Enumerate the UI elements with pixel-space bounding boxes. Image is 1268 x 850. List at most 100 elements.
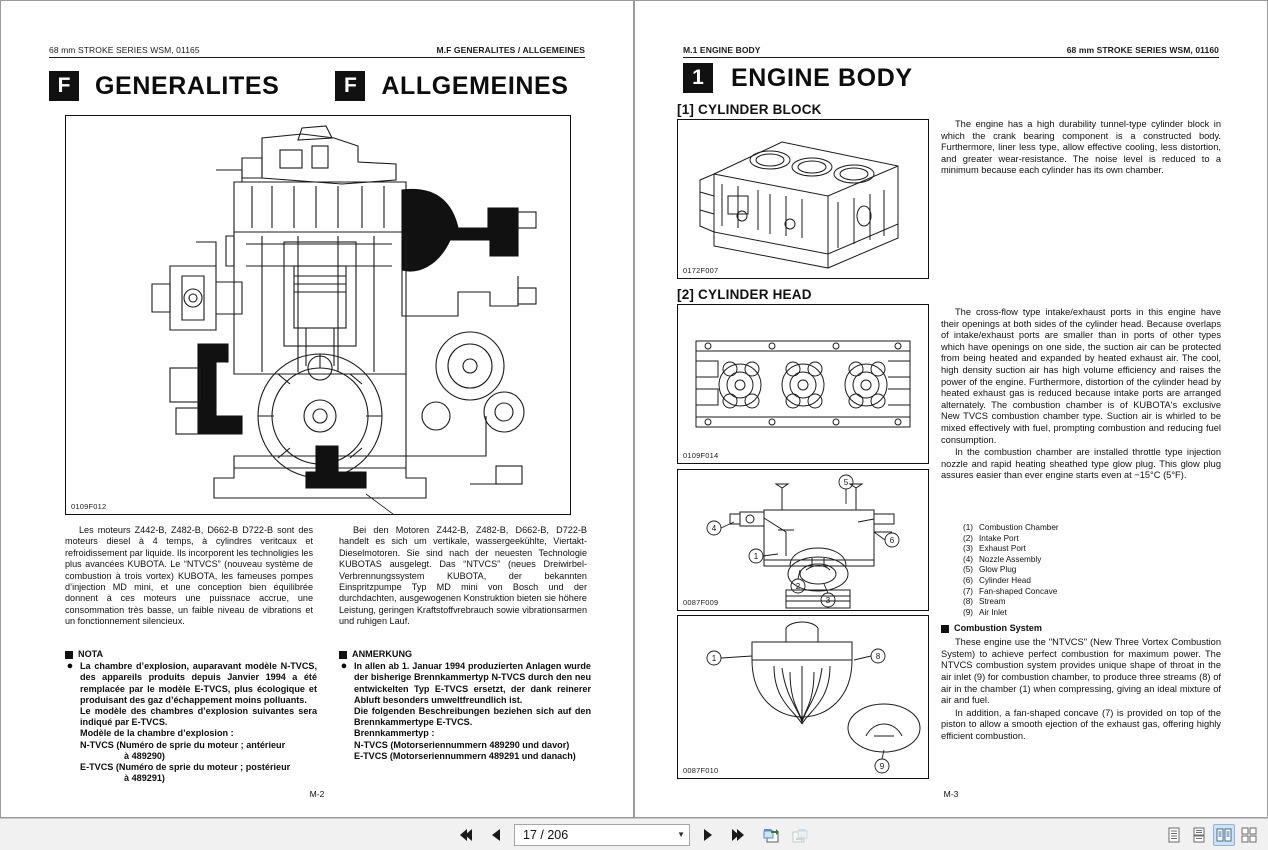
last-page-button[interactable]	[726, 824, 748, 846]
page-number-input[interactable]: 17 / 206 ▼	[514, 823, 690, 846]
note-heading-french-text: NOTA	[78, 649, 104, 659]
note-french-line5: E-TVCS (Numéro de sprie du moteur ; post…	[80, 762, 291, 773]
svg-text:3: 3	[826, 596, 831, 605]
note-german-line2: Die folgenden Beschreibungen beziehen si…	[354, 706, 591, 728]
svg-text:5: 5	[844, 478, 849, 487]
round-bullet-icon: ●	[340, 660, 348, 673]
document-viewport[interactable]: 68 mm STROKE SERIES WSM, 01165 M.F GENER…	[0, 0, 1268, 818]
view-mode-single-page-continuous-button[interactable]	[1163, 824, 1185, 846]
chapter-title-bilingual: F GENERALITES F ALLGEMEINES	[49, 71, 569, 101]
note-heading-french: NOTA	[65, 649, 317, 660]
view-mode-two-page-continuous-button[interactable]	[1238, 824, 1260, 846]
note-french-line5b: à 489291)	[124, 773, 165, 784]
callout-number: (9)	[962, 607, 973, 617]
two-page-continuous-icon	[1241, 827, 1257, 842]
section-heading-cylinder-head: [2] CYLINDER HEAD	[677, 287, 812, 302]
list-item: (7) Fan-shaped Concave	[955, 587, 1215, 598]
figure-caption-combustion-section: 0087F009	[683, 598, 719, 607]
callout-number: (6)	[962, 575, 973, 585]
cylinder-block-paragraph: The engine has a high durability tunnel-…	[941, 119, 1221, 176]
note-block-german: ANMERKUNG ● In allen ab 1. Januar 1994 p…	[339, 649, 591, 762]
note-heading-german: ANMERKUNG	[339, 649, 591, 660]
round-bullet-icon: ●	[66, 660, 74, 673]
callout-label: Glow Plug	[979, 565, 1017, 575]
callout-label: Exhaust Port	[979, 544, 1026, 554]
last-page-icon	[732, 828, 744, 841]
page-number-right: M-3	[943, 789, 959, 799]
callout-number: (5)	[962, 565, 973, 575]
vortex-streams-drawing: 1 8 9	[706, 621, 921, 774]
callout-number: (7)	[962, 586, 973, 596]
note-french-bullet-text: La chambre d’explosion, auparavant modèl…	[80, 661, 317, 705]
running-head-right-right-text: 68 mm STROKE SERIES WSM, 01160	[1066, 45, 1219, 55]
page-number-left: M-2	[309, 789, 325, 799]
callout-number: (3)	[962, 544, 973, 554]
add-bookmark-icon	[763, 828, 779, 842]
svg-text:1: 1	[712, 654, 717, 663]
chapter-title-text: ENGINE BODY	[731, 63, 913, 92]
svg-text:4: 4	[712, 524, 717, 533]
page-number-value[interactable]: 17 / 206	[523, 827, 569, 842]
remove-bookmark-icon	[792, 828, 808, 842]
note-french-line4: N-TVCS (Numéro de sprie du moteur ; anté…	[80, 739, 286, 750]
view-mode-single-page-button[interactable]	[1188, 824, 1210, 846]
list-item: (4) Nozzle Assembly	[955, 555, 1215, 566]
note-french-line4b: à 489290)	[124, 750, 165, 761]
viewer-toolbar: 17 / 206 ▼	[0, 818, 1268, 850]
view-mode-two-page-button[interactable]	[1213, 823, 1235, 846]
add-bookmark-button[interactable]	[761, 824, 783, 846]
running-head-left: 68 mm STROKE SERIES WSM, 01165 M.F GENER…	[49, 45, 585, 55]
figure-cylinder-block: 0172F007	[677, 119, 929, 279]
body-text-french: Les moteurs Z442-B, Z482-B, D662-B D722-…	[65, 525, 313, 628]
first-page-icon	[460, 828, 472, 841]
figure-caption-cylinder-head: 0109F014	[683, 451, 719, 460]
body-text-cylinder-head: The cross-flow type intake/exhaust ports…	[941, 307, 1221, 482]
running-head-right-text: M.F GENERALITES / ALLGEMEINES	[436, 45, 585, 55]
combustion-system-text: These engine use the "NTVCS" (New Three …	[941, 637, 1221, 742]
cylinder-head-drawing	[695, 340, 911, 428]
callout-legend-list: (1) Combustion Chamber (2) Intake Port (…	[955, 523, 1215, 618]
header-rule	[49, 57, 585, 58]
combustion-paragraph-1: These engine use the "NTVCS" (New Three …	[941, 637, 1221, 706]
svg-text:1: 1	[754, 552, 759, 561]
figure-caption-vortex: 0087F010	[683, 766, 719, 775]
two-page-icon	[1216, 828, 1232, 841]
body-text-german: Bei den Motoren Z442-B, Z482-B, D662-B, …	[339, 525, 587, 628]
next-page-button[interactable]	[697, 824, 719, 846]
figure-engine-cross-section: 0109F012	[65, 115, 571, 515]
combustion-paragraph-2: In addition, a fan-shaped concave (7) is…	[941, 707, 1221, 741]
next-page-icon	[704, 828, 712, 841]
toolbar-view-mode-group	[1163, 823, 1260, 846]
callout-label: Intake Port	[979, 533, 1019, 543]
first-page-button[interactable]	[456, 824, 478, 846]
chapter-title-fr-text: GENERALITES	[95, 71, 280, 100]
body-text-cylinder-block: The engine has a high durability tunnel-…	[941, 119, 1221, 177]
combustion-system-heading: Combustion System	[941, 623, 1221, 634]
page-left: 68 mm STROKE SERIES WSM, 01165 M.F GENER…	[0, 0, 634, 818]
chapter-title-german: F ALLGEMEINES	[335, 71, 568, 101]
german-paragraph: Bei den Motoren Z442-B, Z482-B, D662-B, …	[339, 525, 587, 627]
list-item: (8) Stream	[955, 597, 1215, 608]
svg-text:8: 8	[876, 652, 881, 661]
list-item: (9) Air Inlet	[955, 608, 1215, 619]
combustion-system-heading-text: Combustion System	[954, 623, 1042, 633]
list-item: (5) Glow Plug	[955, 565, 1215, 576]
note-block-french: NOTA ● La chambre d’explosion, auparavan…	[65, 649, 317, 784]
page-right: M.1 ENGINE BODY 68 mm STROKE SERIES WSM,…	[634, 0, 1268, 818]
note-french-line3: Modèle de la chambre d’explosion :	[80, 728, 234, 739]
remove-bookmark-button[interactable]	[790, 824, 812, 846]
previous-page-button[interactable]	[485, 824, 507, 846]
note-bullet-german: ● In allen ab 1. Januar 1994 produzierte…	[339, 661, 591, 762]
note-german-line4: N-TVCS (Motorseriennummern 489290 und da…	[354, 739, 570, 750]
callout-label: Air Inlet	[979, 607, 1007, 617]
list-item: (1) Combustion Chamber	[955, 523, 1215, 534]
chevron-down-icon[interactable]: ▼	[677, 830, 685, 839]
figure-vortex-streams: 1 8 9 0087F010	[677, 615, 929, 779]
language-badge-fr: F	[49, 71, 79, 101]
french-paragraph: Les moteurs Z442-B, Z482-B, D662-B D722-…	[65, 525, 313, 627]
callout-label: Stream	[979, 597, 1006, 607]
note-french-line2: Le modèle des chambres d’explosion suiva…	[80, 706, 317, 728]
callout-number: (8)	[962, 597, 973, 607]
figure-caption-left: 0109F012	[71, 502, 107, 511]
